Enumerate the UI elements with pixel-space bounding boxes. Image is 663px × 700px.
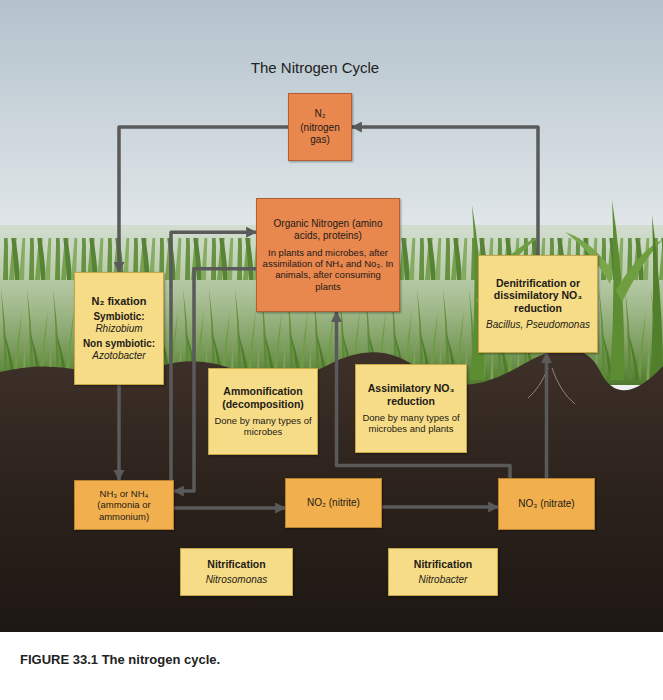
process-box: N₂ fixationSymbiotic:RhizobiumNon symbio… — [74, 272, 164, 385]
box-text: Nitrosomonas — [206, 574, 268, 586]
box-text: Nitrobacter — [419, 574, 468, 586]
box-heading: NO₂ (nitrite) — [307, 497, 360, 509]
process-box: Assimilatory NO₃ reductionDone by many t… — [355, 364, 467, 453]
pool-box: Organic Nitrogen (amino acids, proteins)… — [256, 198, 400, 312]
box-text: Symbiotic: — [93, 311, 144, 323]
cycle-arrow — [382, 505, 498, 509]
process-box: NitrificationNitrobacter — [388, 548, 498, 596]
process-box: NitrificationNitrosomonas — [180, 548, 293, 596]
gas-box: N₂ (nitrogen gas) — [288, 93, 352, 161]
box-heading: Nitrification — [207, 558, 265, 570]
box-heading: Assimilatory NO₃ reduction — [361, 382, 461, 407]
cycle-arrow — [545, 353, 549, 478]
box-heading: Denitrification or dissimilatory NO₃ red… — [484, 277, 592, 314]
box-text: Non symbiotic: — [83, 338, 155, 350]
box-heading: Nitrification — [414, 558, 472, 570]
box-text: Done by many types of microbes and plant… — [361, 412, 461, 434]
compound-box: NO₂ (nitrite) — [285, 478, 382, 528]
figure-caption: FIGURE 33.1 The nitrogen cycle. — [20, 652, 220, 667]
box-heading: NO₃ (nitrate) — [518, 498, 574, 510]
box-text: Done by many types of microbes — [214, 415, 312, 437]
box-heading: NH₃ or NH₄ (ammonia or ammonium) — [80, 488, 168, 522]
box-heading: N₂ — [314, 108, 325, 120]
compound-box: NO₃ (nitrate) — [498, 478, 595, 530]
process-box: Denitrification or dissimilatory NO₃ red… — [478, 255, 598, 353]
cycle-arrow — [174, 506, 285, 510]
box-text: In plants and microbes, after assimilati… — [262, 247, 394, 292]
box-heading: Organic Nitrogen (amino acids, proteins) — [262, 218, 394, 242]
process-box: Ammonification (decomposition) Done by ma… — [208, 368, 318, 455]
cycle-arrow — [117, 385, 121, 480]
box-heading: N₂ fixation — [92, 295, 147, 308]
box-text: Bacillus, Pseudomonas — [486, 319, 590, 331]
box-heading: Ammonification (decomposition) — [214, 385, 312, 410]
compound-box: NH₃ or NH₄ (ammonia or ammonium) — [74, 480, 174, 530]
box-text: Rhizobium — [95, 323, 142, 335]
box-text: (nitrogen gas) — [294, 122, 346, 146]
diagram-title: The Nitrogen Cycle — [215, 59, 415, 76]
box-text: Azotobacter — [92, 350, 145, 362]
